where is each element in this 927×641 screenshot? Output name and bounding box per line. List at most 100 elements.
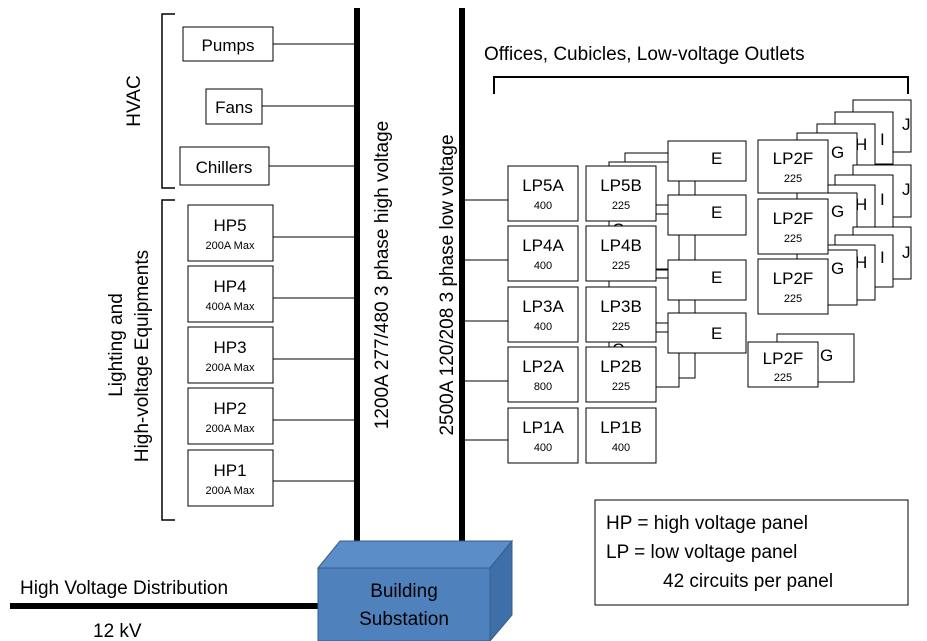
fans-box — [205, 88, 263, 125]
offices-bracket — [493, 76, 909, 94]
hp5-panel — [187, 204, 274, 262]
hvac-bracket — [161, 13, 175, 189]
lp5b-rating: 225 — [612, 200, 630, 212]
lp1b-name: LP1B — [600, 418, 642, 437]
stack-panel-e — [667, 312, 747, 354]
lp5a-name: LP5A — [522, 176, 564, 195]
lp1a-panel — [507, 407, 579, 464]
hp3-panel — [187, 326, 274, 384]
lp4a-panel — [507, 225, 579, 282]
lp4b-panel — [585, 225, 657, 282]
substation-front-face — [317, 567, 491, 641]
legend-lp: LP = low voltage panel — [606, 542, 797, 563]
lp4a-name: LP4A — [522, 236, 564, 255]
fans-label: Fans — [215, 98, 253, 117]
lp2a-name: LP2A — [522, 357, 564, 376]
stack-letter-i: I — [880, 130, 885, 149]
lp2f-panel-row4 — [757, 198, 829, 255]
lp2f-name-row5: LP2F — [773, 149, 814, 168]
pumps-label: Pumps — [202, 36, 255, 55]
hvac-equipment: Pumps Fans Chillers — [179, 26, 357, 186]
hp1-panel — [187, 449, 274, 507]
distribution-label: High Voltage Distribution — [20, 578, 228, 599]
substation-top-face — [316, 540, 514, 569]
lp2a-rating: 800 — [534, 381, 552, 393]
low-bus-label: 2500A 120/208 3 phase low voltage — [437, 134, 458, 435]
lighting-title-line1: Lighting and — [106, 293, 127, 397]
hp1-rating: 200A Max — [206, 485, 255, 497]
lp2f-name-row3: LP2F — [773, 269, 814, 288]
lp3a-rating: 400 — [534, 321, 552, 333]
stack-letter-i: I — [880, 248, 885, 267]
lp3b-rating: 225 — [612, 321, 630, 333]
stack-letter-g: G — [820, 346, 833, 365]
legend-box — [594, 499, 909, 606]
lp2b-rating: 225 — [612, 381, 630, 393]
stack-letter-g: G — [831, 202, 844, 221]
stack-letter-e: E — [711, 149, 722, 168]
stack-letter-i: I — [880, 190, 885, 209]
lp5a-panel — [507, 165, 579, 222]
stack-letter-g: G — [831, 259, 844, 278]
distribution-voltage: 12 kV — [93, 621, 142, 641]
lp2f-name-row2: LP2F — [763, 349, 804, 368]
lp2f-panel-row2 — [747, 341, 819, 388]
lp1a-name: LP1A — [522, 418, 564, 437]
stack-letter-e: E — [711, 268, 722, 287]
hp5-rating: 200A Max — [206, 240, 255, 252]
stack-letter-e: E — [711, 324, 722, 343]
lp4a-rating: 400 — [534, 260, 552, 272]
lp2f-panel-row5 — [757, 139, 829, 194]
hvac-title: HVAC — [124, 75, 145, 126]
lp2a-panel — [507, 346, 579, 403]
hp3-name: HP3 — [213, 338, 246, 357]
lp3a-name: LP3A — [522, 297, 564, 316]
stack-letter-j: J — [902, 115, 911, 134]
lp4b-rating: 225 — [612, 260, 630, 272]
stack-letter-h: H — [855, 195, 867, 214]
stack-panel-e — [667, 194, 747, 236]
lp2f-rating-row3: 225 — [784, 293, 802, 305]
substation-label-line2: Substation — [359, 609, 449, 630]
pumps-box — [182, 26, 274, 62]
stack-letter-h: H — [855, 135, 867, 154]
lp2f-rating-row4: 225 — [784, 233, 802, 245]
building-substation: Building Substation — [316, 539, 514, 641]
lp4b-name: LP4B — [600, 236, 642, 255]
lp3b-panel — [585, 286, 657, 343]
legend-hp: HP = high voltage panel — [606, 513, 808, 534]
lp-feeders — [462, 199, 508, 441]
lp-panels: LP5A 400 LP5B 225 LP2F 225 LP4A 400 LP4B… — [507, 139, 829, 464]
stack-letter-g: G — [831, 143, 844, 162]
lighting-title-line2: High-voltage Equipments — [132, 250, 153, 462]
hp3-rating: 200A Max — [206, 362, 255, 374]
lp5b-panel — [585, 165, 657, 222]
lp2f-rating-row2: 225 — [774, 372, 792, 384]
hp2-panel — [187, 387, 274, 445]
lp5a-rating: 400 — [534, 200, 552, 212]
substation-label-line1: Building — [370, 581, 438, 602]
stack-letter-j: J — [902, 180, 911, 199]
stack-letter-h: H — [855, 253, 867, 272]
chillers-label: Chillers — [196, 158, 253, 177]
hp-panels: HP5 200A Max HP4 400A Max HP3 200A Max H… — [187, 204, 357, 507]
hp1-name: HP1 — [213, 461, 246, 480]
legend-circuits: 42 circuits per panel — [663, 571, 833, 592]
lp1b-rating: 400 — [612, 442, 630, 454]
lp2b-name: LP2B — [600, 357, 642, 376]
stack-panel-e — [667, 140, 747, 182]
hp2-rating: 200A Max — [206, 423, 255, 435]
lp2f-panel-row3 — [757, 258, 829, 315]
stack-letter-j: J — [902, 243, 911, 262]
lp2f-rating-row5: 225 — [784, 173, 802, 185]
hp5-name: HP5 — [213, 216, 246, 235]
lp5b-name: LP5B — [600, 176, 642, 195]
hp4-panel — [187, 265, 274, 323]
lighting-bracket — [161, 199, 175, 521]
stack-letter-e: E — [711, 203, 722, 222]
chillers-box — [179, 146, 270, 186]
high-bus-label: 1200A 277/480 3 phase high voltage — [372, 121, 393, 430]
offices-label: Offices, Cubicles, Low-voltage Outlets — [484, 44, 805, 65]
lp1b-panel — [585, 407, 657, 464]
